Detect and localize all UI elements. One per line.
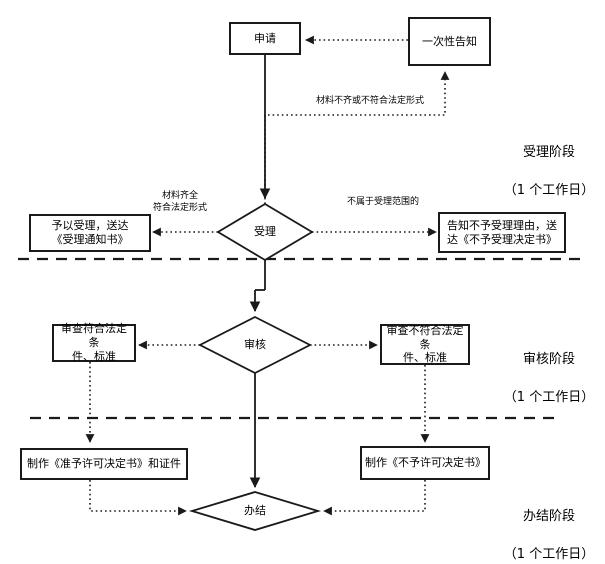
node-accept-yes[interactable]: 予以受理，送达 《受理通知书》 xyxy=(29,214,151,252)
edge-label-out-of-scope: 不属于受理范围的 xyxy=(346,197,419,207)
edge-permit-to-complete xyxy=(89,480,187,516)
node-one-time-notice-label: 一次性告知 xyxy=(422,34,477,48)
stage-label-review-duration: （1 个工作日） xyxy=(503,389,595,405)
edge-label-materials-complete: 材料齐全 符合法定形式 xyxy=(152,191,207,213)
node-accept-yes-label: 予以受理，送达 《受理通知书》 xyxy=(51,219,129,246)
node-make-permit[interactable]: 制作《准予许可决定书》和证件 xyxy=(20,448,188,480)
node-accept-no[interactable]: 告知不予受理理由，送 达《不予受理决定书》 xyxy=(438,212,566,253)
stage-label-completion: 办结阶段 （1 个工作日） xyxy=(498,489,600,564)
stage-label-completion-title: 办结阶段 xyxy=(522,508,575,524)
diamond-complete xyxy=(188,491,322,531)
edge-refusal-to-complete xyxy=(323,480,426,516)
node-review-decision[interactable]: 审核 xyxy=(221,336,289,354)
node-review-pass-label: 审查符合法定条 件、标准 xyxy=(61,322,127,363)
stage-label-completion-duration: （1 个工作日） xyxy=(503,546,595,562)
node-application[interactable]: 申请 xyxy=(229,22,301,55)
stage-label-acceptance-duration: （1 个工作日） xyxy=(503,182,595,198)
node-review-fail-label: 审查不符合法定条 件、标准 xyxy=(386,323,464,365)
node-accept-decision[interactable]: 受理 xyxy=(231,223,299,241)
node-make-refusal[interactable]: 制作《不予许可决定书》 xyxy=(360,446,490,480)
node-review-pass[interactable]: 审查符合法定条 件、标准 xyxy=(52,322,136,363)
node-review-decision-label: 审核 xyxy=(244,338,266,352)
node-complete[interactable]: 办结 xyxy=(221,502,289,520)
stage-label-acceptance-title: 受理阶段 xyxy=(522,144,575,160)
stage-label-acceptance: 受理阶段 （1 个工作日） xyxy=(498,125,600,219)
edge-label-materials-incomplete: 材料不齐或不符合法定形式 xyxy=(315,96,424,106)
node-accept-decision-label: 受理 xyxy=(254,225,276,239)
edge-incomplete-to-notice xyxy=(264,71,450,204)
stage-label-review-title: 审核阶段 xyxy=(522,351,575,367)
node-make-refusal-label: 制作《不予许可决定书》 xyxy=(365,456,486,470)
node-accept-no-label: 告知不予受理理由，送 达《不予受理决定书》 xyxy=(447,218,557,246)
node-make-permit-label: 制作《准予许可决定书》和证件 xyxy=(27,457,181,471)
stage-label-review: 审核阶段 （1 个工作日） xyxy=(498,332,600,426)
node-application-label: 申请 xyxy=(254,31,276,45)
node-review-fail[interactable]: 审查不符合法定条 件、标准 xyxy=(380,324,470,365)
node-complete-label: 办结 xyxy=(244,504,266,518)
node-one-time-notice[interactable]: 一次性告知 xyxy=(408,17,491,66)
